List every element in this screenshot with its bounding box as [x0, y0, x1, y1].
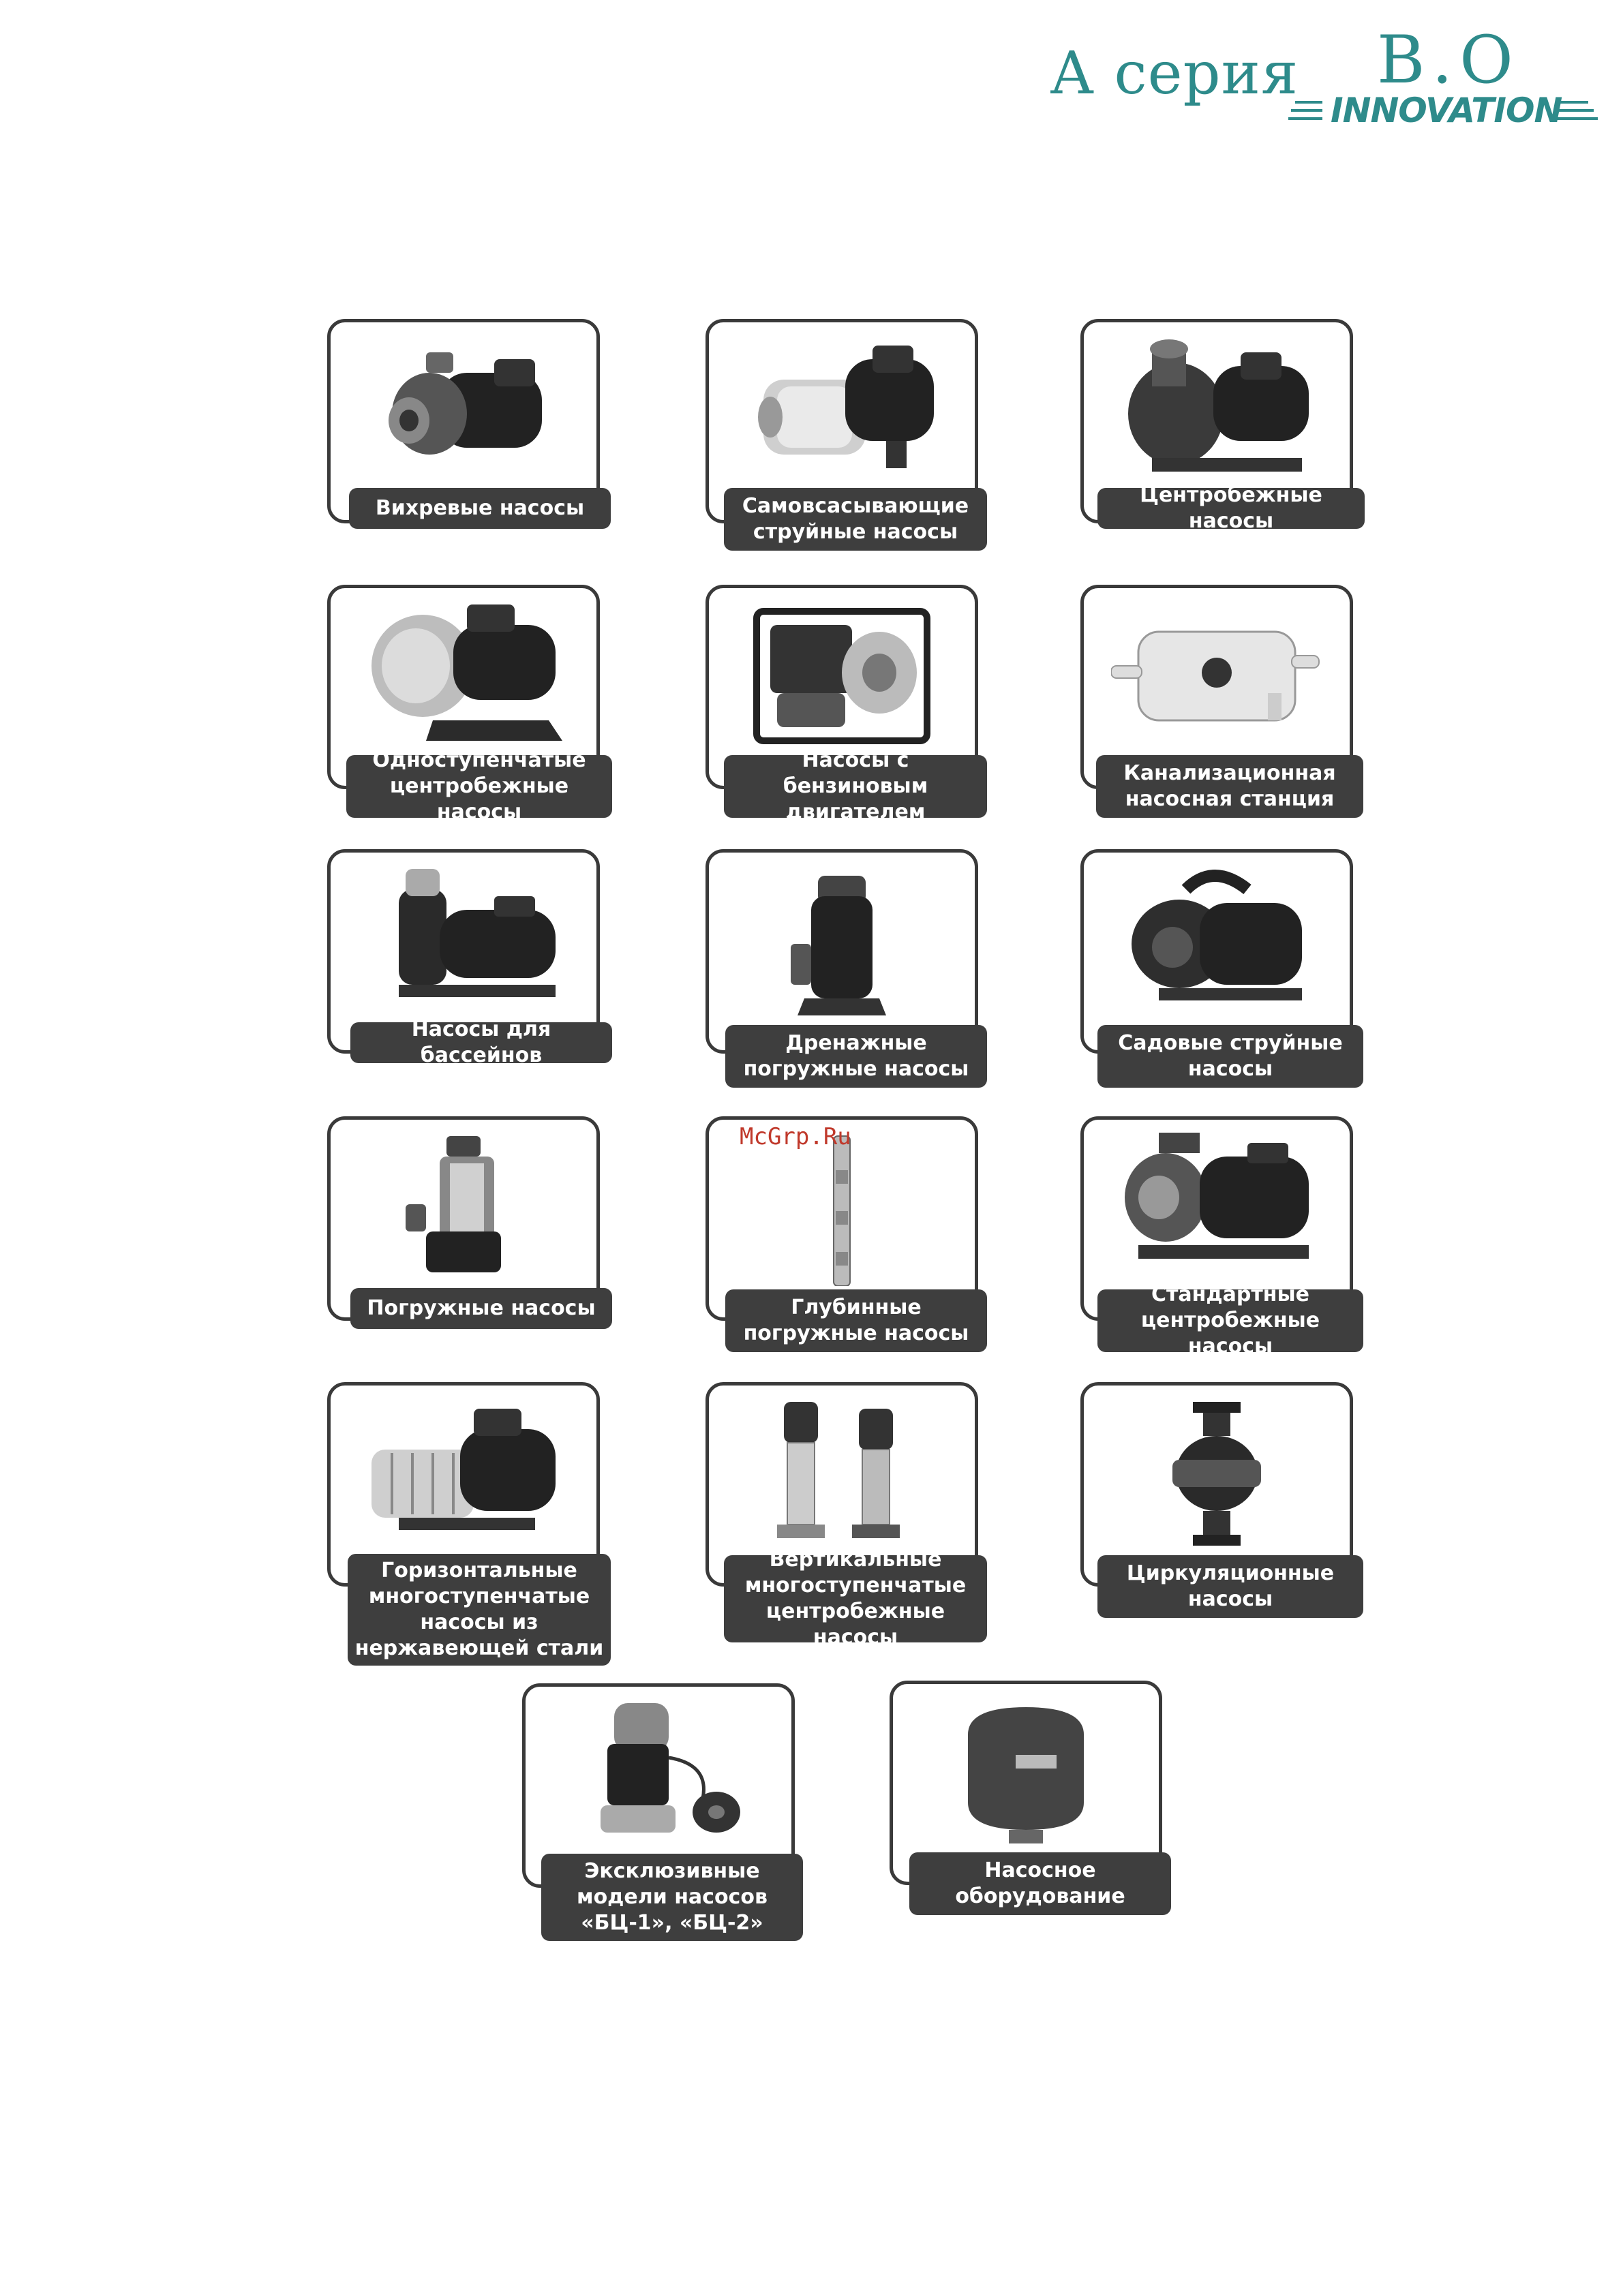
drainage-submersible-pump-icon: [791, 876, 886, 1015]
garden-jet-pump-icon: [1132, 870, 1302, 1000]
label-vertical: Вертикальные многоступенчатые центробежн…: [724, 1548, 987, 1649]
circulation-pump-icon: [1172, 1402, 1261, 1546]
product-card-vertical[interactable]: [706, 1382, 978, 1587]
label-centrifugal: Центробежные насосы: [1097, 483, 1365, 533]
label-equipment: Насосное оборудование: [909, 1852, 1171, 1915]
brand-logo: B.O INNOVATION: [1288, 22, 1602, 131]
logo-wordmark: INNOVATION: [1331, 91, 1562, 130]
product-card-equipment[interactable]: [890, 1681, 1162, 1885]
sewage-pump-station-icon: [1111, 630, 1320, 722]
label-pool: Насосы для бассейнов: [350, 1017, 612, 1067]
label-self-priming: Самовсасывающие струйные насосы: [724, 488, 987, 551]
label-submersible: Погружные насосы: [350, 1288, 612, 1329]
product-card-deep-well[interactable]: [706, 1116, 978, 1321]
series-title: А серия: [1050, 40, 1299, 108]
expansion-tank-icon: [968, 1707, 1084, 1843]
label-single-stage: Одноступенчатые центробежные насосы: [346, 748, 612, 824]
label-standard: Стандартные центробежные насосы: [1097, 1283, 1363, 1358]
label-circulation: Циркуляционные насосы: [1097, 1555, 1363, 1618]
deep-well-pump-icon: [833, 1135, 851, 1286]
submersible-pump-icon: [406, 1136, 501, 1272]
self-priming-jet-pump-icon: [758, 346, 934, 468]
centrifugal-pump-icon: [1128, 339, 1309, 472]
watermark: McGrp.Ru: [740, 1123, 851, 1150]
label-deep-well: Глубинные погружные насосы: [725, 1289, 987, 1352]
label-horizontal: Горизонтальные многоступенчатые насосы и…: [348, 1554, 611, 1666]
label-garden: Садовые струйные насосы: [1097, 1025, 1363, 1088]
exclusive-bc-pump-icon: [601, 1703, 740, 1833]
vertical-multistage-pump-icon: [777, 1402, 900, 1538]
logo-speed-line: [1288, 117, 1322, 120]
logo-monogram: B.O: [1377, 22, 1520, 98]
product-card-standard[interactable]: [1080, 1116, 1353, 1321]
single-stage-centrifugal-pump-icon: [371, 604, 562, 741]
vortex-pump-icon: [389, 352, 542, 455]
pool-pump-icon: [399, 869, 556, 997]
label-petrol: Насосы с бензиновым двигателем: [724, 748, 987, 824]
logo-speed-line: [1291, 109, 1322, 112]
logo-speed-line: [1556, 117, 1598, 120]
product-card-pool[interactable]: [327, 849, 600, 1054]
petrol-engine-pump-icon: [753, 608, 930, 744]
logo-speed-line: [1556, 101, 1588, 104]
product-card-drainage[interactable]: [706, 849, 978, 1054]
label-sewage: Канализационная насосная станция: [1096, 755, 1363, 818]
logo-speed-line: [1295, 101, 1322, 104]
product-card-submersible[interactable]: [327, 1116, 600, 1321]
product-card-garden[interactable]: [1080, 849, 1353, 1054]
standard-centrifugal-pump-icon: [1125, 1133, 1309, 1259]
label-exclusive: Эксклюзивные модели насосов «БЦ-1», «БЦ-…: [541, 1854, 803, 1941]
logo-speed-line: [1556, 109, 1594, 112]
horizontal-multistage-pump-icon: [371, 1409, 556, 1530]
label-vortex: Вихревые насосы: [349, 488, 611, 529]
logo-wordmark-row: INNOVATION: [1288, 90, 1602, 131]
label-drainage: Дренажные погружные насосы: [725, 1025, 987, 1088]
